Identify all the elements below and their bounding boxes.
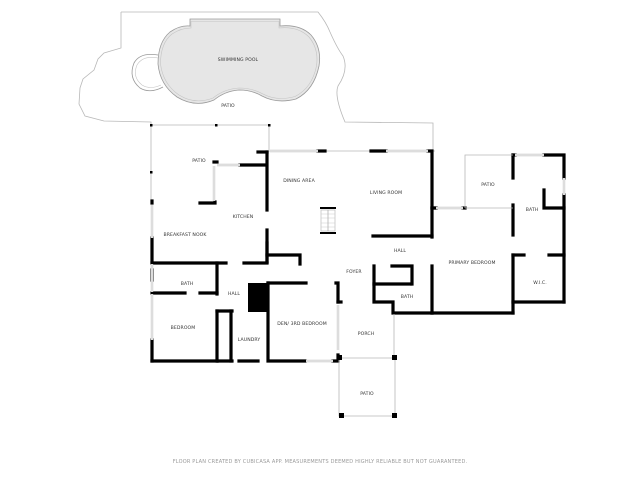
label-patio-pool: PATIO <box>221 103 235 109</box>
porch-patio-outline <box>337 314 397 418</box>
walls <box>150 149 566 363</box>
label-foyer: FOYER <box>346 269 362 275</box>
label-bath-foyer: BATH <box>401 294 414 300</box>
label-porch: PORCH <box>358 331 375 337</box>
label-patio-front: PATIO <box>360 391 374 397</box>
label-den: DEN/ 3RD BEDROOM <box>277 321 327 327</box>
swimming-pool <box>131 18 321 104</box>
label-bath-primary: BATH <box>526 207 539 213</box>
label-bedroom: BEDROOM <box>171 325 196 331</box>
label-bath-west: BATH <box>181 281 194 287</box>
label-laundry: LAUNDRY <box>238 337 261 343</box>
label-primary-bedroom: PRIMARY BEDROOM <box>448 260 495 266</box>
utility-block <box>248 283 267 312</box>
label-dining-area: DINING AREA <box>283 178 315 184</box>
label-patio-back: PATIO <box>192 158 206 164</box>
label-hall-west: HALL <box>228 291 240 297</box>
windows <box>150 149 566 363</box>
disclaimer-footer: FLOOR PLAN CREATED BY CUBICASA APP. MEAS… <box>172 459 468 465</box>
label-patio-primary: PATIO <box>481 182 495 188</box>
label-swimming-pool: SWIMMING POOL <box>218 57 259 63</box>
primary-patio-outline <box>464 154 513 209</box>
label-breakfast-nook: BREAKFAST NOOK <box>163 232 207 238</box>
label-wic: W.I.C. <box>533 280 547 286</box>
pool-deck-outline <box>78 11 434 150</box>
label-kitchen: KITCHEN <box>233 214 254 220</box>
label-hall-east: HALL <box>394 248 406 254</box>
label-living-room: LIVING ROOM <box>370 190 402 196</box>
room-labels: SWIMMING POOL PATIO PATIO DINING AREA LI… <box>163 57 546 397</box>
fireplace <box>320 207 336 234</box>
